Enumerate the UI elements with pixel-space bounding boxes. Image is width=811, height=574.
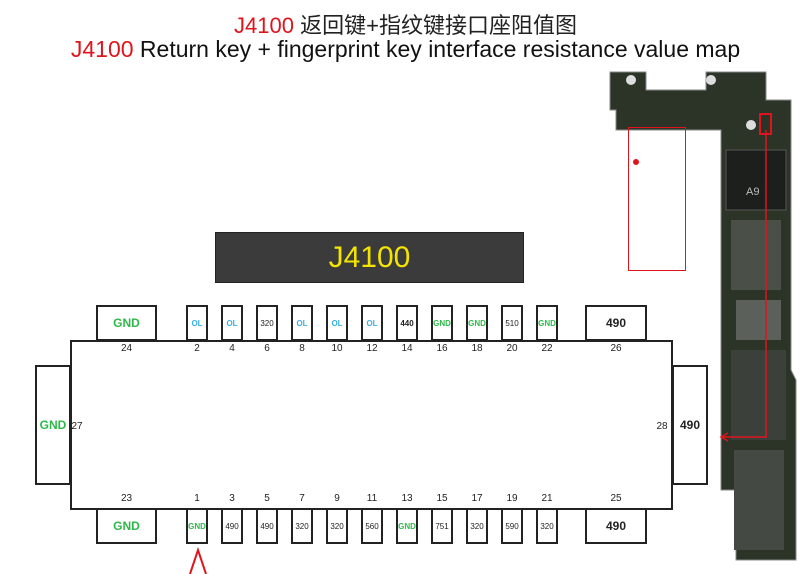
pin-number: 21: [541, 493, 553, 504]
pin-number: 28: [656, 421, 668, 432]
pin-number: 11: [366, 493, 378, 504]
pin-number: 7: [299, 493, 305, 504]
pin-number: 1: [194, 493, 200, 504]
pin-number: 12: [366, 343, 378, 354]
pin-number: 25: [610, 493, 622, 504]
connector-label: J4100: [215, 232, 524, 283]
pin-number: 15: [436, 493, 448, 504]
pin-number: 5: [264, 493, 270, 504]
pin-pad: 560: [361, 508, 383, 544]
pin-number: 9: [334, 493, 340, 504]
pin-number: 2: [194, 343, 200, 354]
pin-number: 8: [299, 343, 305, 354]
fingerprint-location-box: [628, 127, 686, 271]
pin-number: 16: [436, 343, 448, 354]
pin-number: 4: [229, 343, 235, 354]
pin-number: 23: [120, 493, 133, 504]
pin-pad: GND: [96, 305, 157, 341]
pin1-marker: [633, 159, 639, 165]
title-chinese: J4100 返回键+指纹键接口座阻值图: [234, 13, 577, 38]
pin-pad: 490: [256, 508, 278, 544]
title-english: J4100 Return key + fingerprint key inter…: [70, 36, 741, 62]
pin-pad: GND: [431, 305, 453, 341]
pin-pad: GND: [186, 508, 208, 544]
pin-number: 18: [471, 343, 483, 354]
pin-number: 22: [541, 343, 553, 354]
pin-number: 13: [401, 493, 413, 504]
pin-number: 24: [120, 343, 133, 354]
pin-pad: 490: [672, 365, 708, 485]
pin-number: 3: [229, 493, 235, 504]
pin-number: 19: [506, 493, 518, 504]
pin-pad: GND: [466, 305, 488, 341]
pin-pad: OL: [361, 305, 383, 341]
pin-pad: 320: [256, 305, 278, 341]
pin-number: 27: [71, 421, 83, 432]
pin-pad: GND: [396, 508, 418, 544]
pin-pad: 590: [501, 508, 523, 544]
pin-pad: 320: [326, 508, 348, 544]
pin-number: 17: [471, 493, 483, 504]
pin-pad: OL: [326, 305, 348, 341]
svg-text:A9: A9: [746, 186, 759, 198]
pin-pad: 510: [501, 305, 523, 341]
pin-pad: 751: [431, 508, 453, 544]
pin-pad: 320: [291, 508, 313, 544]
pin-pad: 440: [396, 305, 418, 341]
pin-number: 6: [264, 343, 270, 354]
pin-pad: 490: [221, 508, 243, 544]
pin-pad: GND: [35, 365, 71, 485]
logic-board-image: A9: [609, 71, 797, 561]
pin-pad: 320: [536, 508, 558, 544]
pin-pad: 490: [585, 305, 647, 341]
pin-pad: 490: [585, 508, 647, 544]
pin-number: 20: [506, 343, 518, 354]
pin-number: 14: [401, 343, 413, 354]
pin-number: 26: [610, 343, 622, 354]
pin-pad: OL: [291, 305, 313, 341]
pin-pad: 320: [466, 508, 488, 544]
pin-pad: OL: [221, 305, 243, 341]
pin-pad: GND: [536, 305, 558, 341]
pin-pad: GND: [96, 508, 157, 544]
pin-number: 10: [331, 343, 343, 354]
pin-pad: OL: [186, 305, 208, 341]
